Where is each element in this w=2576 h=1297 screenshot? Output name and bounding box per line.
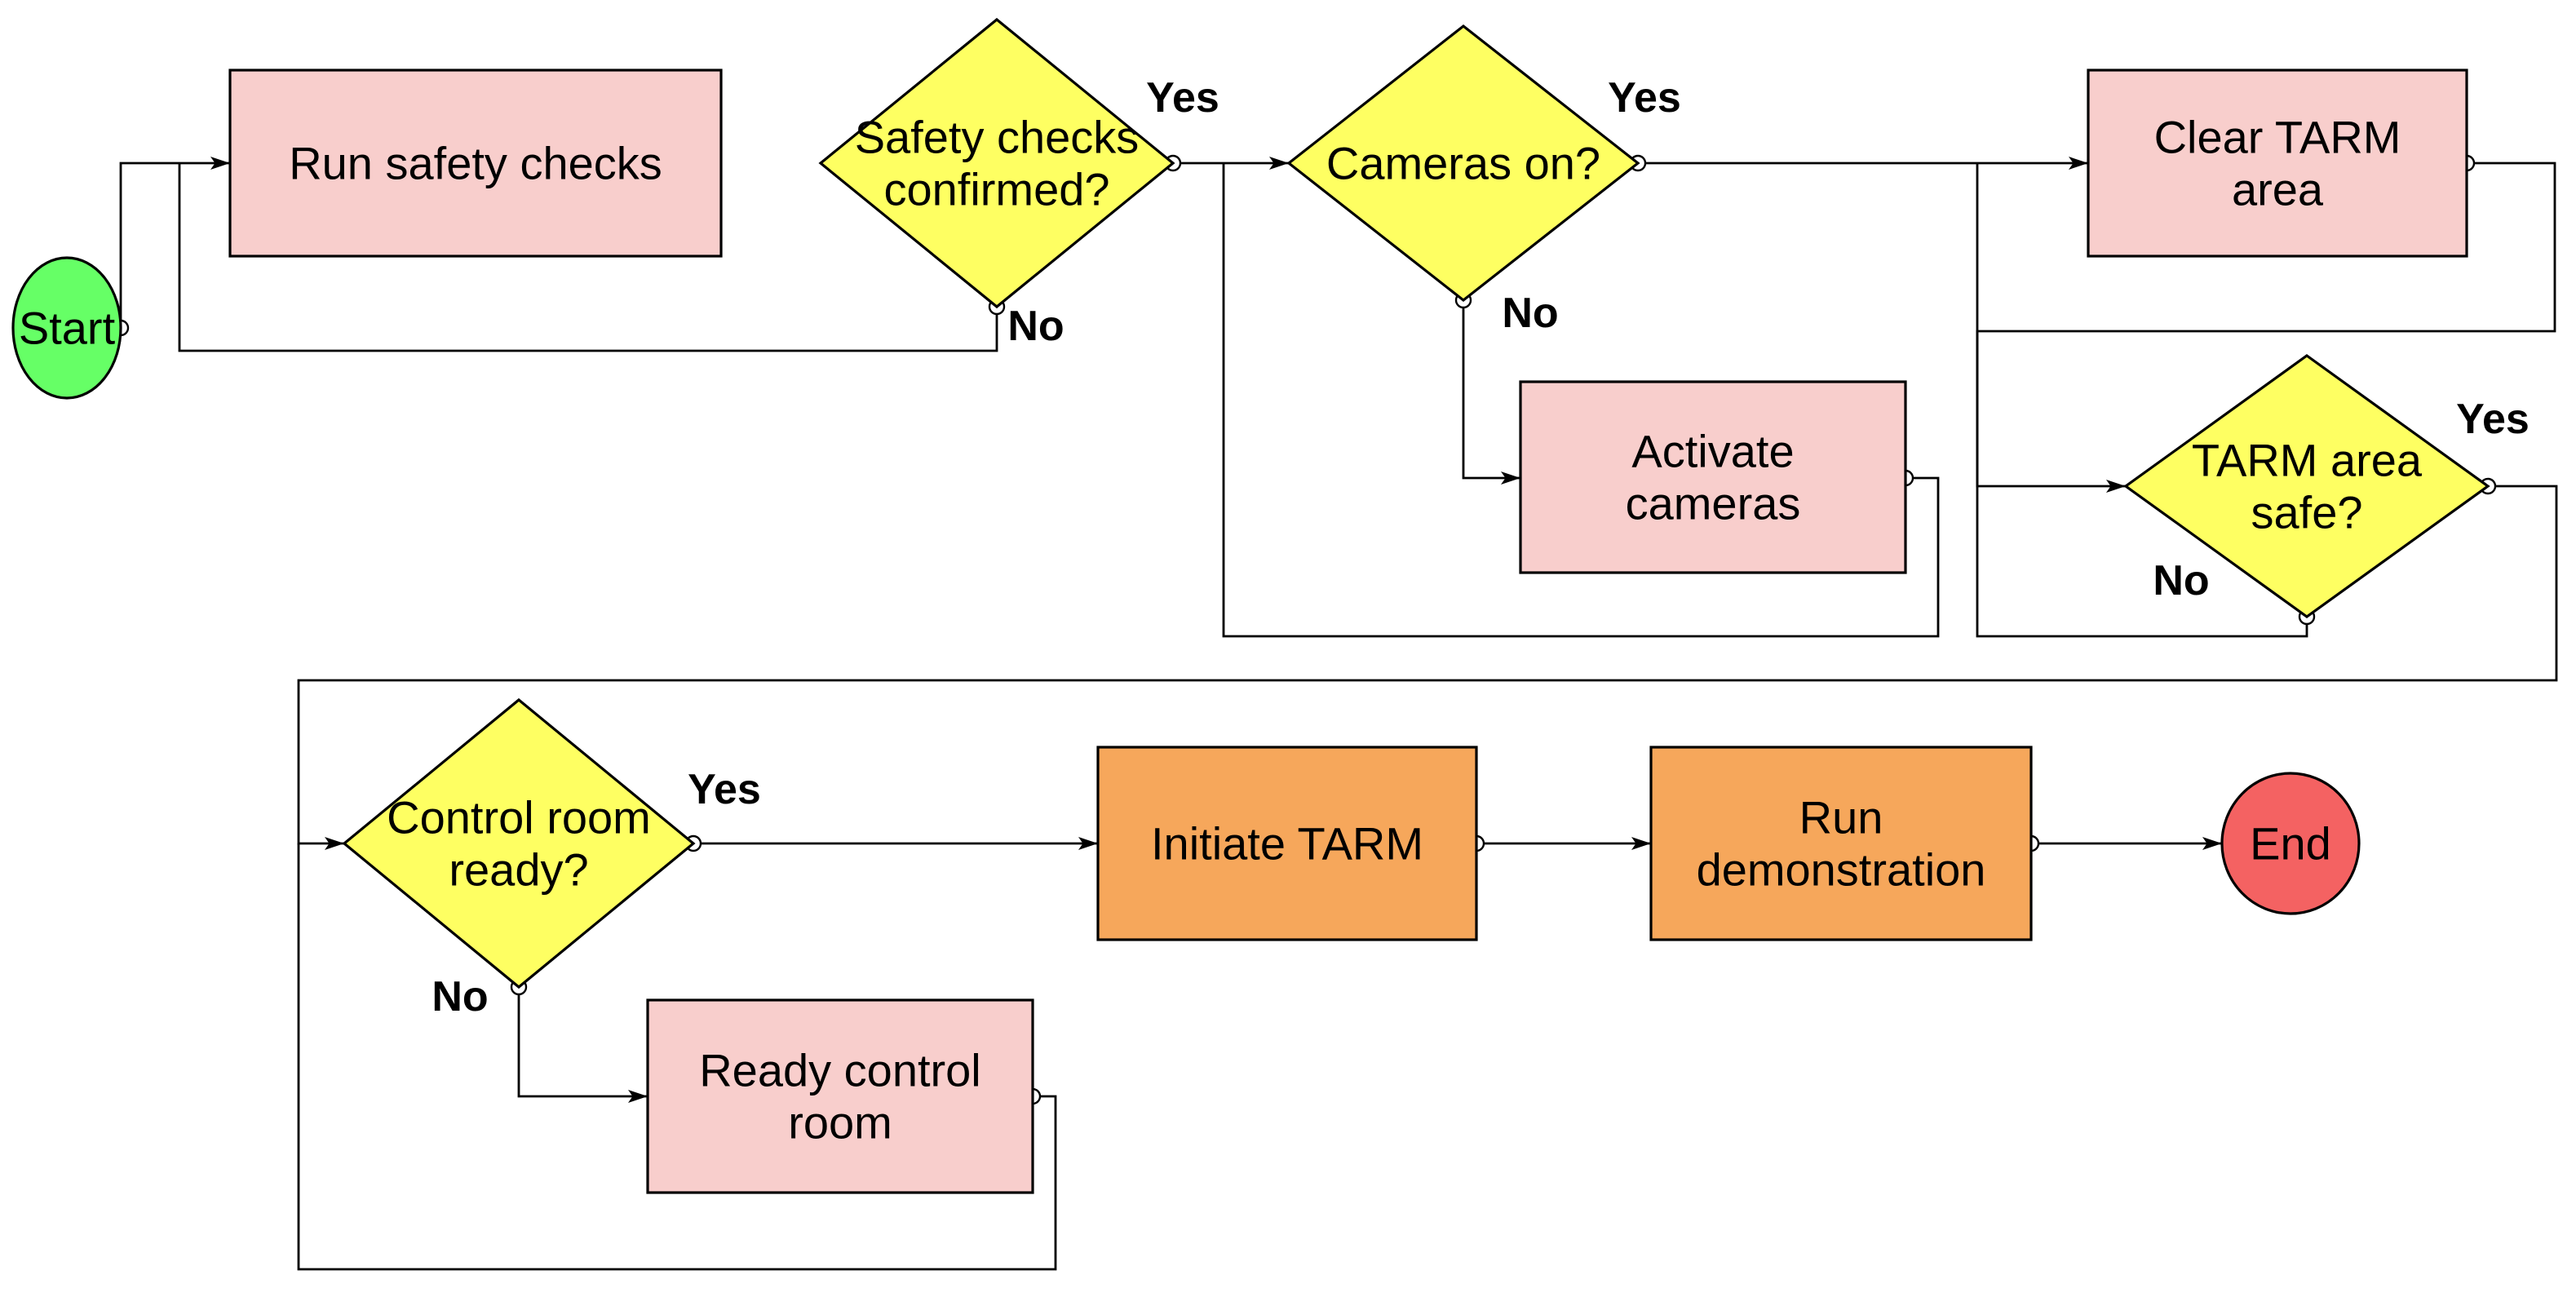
edge-clear-tarm-to-safe xyxy=(1976,162,2556,493)
edge-safety-no-loop xyxy=(178,163,998,352)
edge-label-safe-no-loop: No xyxy=(2153,557,2209,604)
node-shape-start xyxy=(11,256,122,400)
node-label-initiate-tarm: Initiate TARM xyxy=(1151,818,1423,870)
edge-control-ready-no xyxy=(517,987,648,1103)
node-shape-initiate-tarm xyxy=(1096,746,1478,941)
edge-label-control-ready-no: No xyxy=(432,973,488,1020)
edge-label-control-ready-yes: Yes xyxy=(688,766,761,813)
node-shape-tarm-area-safe xyxy=(2123,354,2490,618)
node-label-end: End xyxy=(2250,818,2331,870)
connector-rings-layer xyxy=(112,154,2497,1105)
node-label-cameras-on: Cameras on? xyxy=(1326,138,1600,189)
edge-label-safety-no-loop: No xyxy=(1007,303,1064,350)
node-shape-clear-tarm-area xyxy=(2087,69,2468,258)
edge-safe-yes xyxy=(297,485,2558,850)
node-cameras-on: Cameras on? xyxy=(1286,24,1640,303)
node-shape-activate-cameras xyxy=(1519,380,1907,574)
node-shape-control-room-ready xyxy=(342,697,696,989)
node-run-safety-checks: Run safety checks xyxy=(228,69,723,258)
node-label-start: Start xyxy=(19,303,116,354)
node-start: Start xyxy=(11,256,122,400)
edge-activate-cameras-return xyxy=(1222,163,1940,638)
node-shape-cameras-on xyxy=(1286,24,1640,303)
node-shape-run-safety-checks xyxy=(228,69,723,258)
node-shape-run-demonstration xyxy=(1649,746,2033,941)
node-end: End xyxy=(2220,772,2361,915)
node-shape-ready-control-room xyxy=(646,998,1034,1194)
edge-label-cameras-no: No xyxy=(1502,290,1558,337)
node-initiate-tarm: Initiate TARM xyxy=(1096,746,1478,941)
edge-cameras-no xyxy=(1462,300,1520,485)
edge-label-cameras-yes: Yes xyxy=(1608,74,1681,122)
edge-start-to-run-safety xyxy=(119,157,230,328)
edges-layer xyxy=(119,157,2558,1271)
node-shape-safety-checks-confirmed xyxy=(818,17,1175,309)
edge-label-safety-yes: Yes xyxy=(1146,74,1219,122)
node-shape-end xyxy=(2220,772,2361,915)
node-label-run-safety-checks: Run safety checks xyxy=(289,138,662,189)
edge-safe-no-loop xyxy=(1976,163,2308,638)
edge-label-safe-yes: Yes xyxy=(2456,396,2530,443)
edge-ready-control-return xyxy=(297,843,1057,1271)
